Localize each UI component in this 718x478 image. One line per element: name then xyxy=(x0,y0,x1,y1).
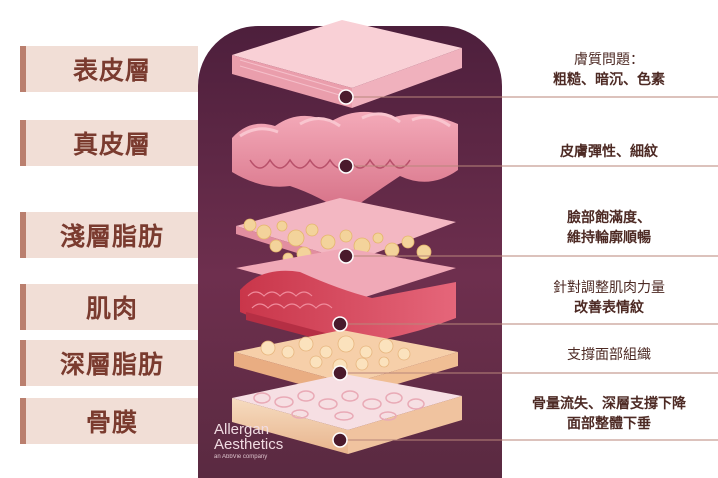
marker-dermis xyxy=(338,158,354,174)
desc-dermis: 皮膚彈性、細紋 xyxy=(500,142,718,162)
marker-superficial-fat xyxy=(338,248,354,264)
desc-periosteum-bold: 骨量流失、深層支撐下降 xyxy=(532,396,686,412)
connector-lines xyxy=(340,96,718,441)
brand-line3: an AbbVie company xyxy=(214,454,268,460)
desc-superficial-fat: 臉部飽滿度、 維持輪廓順暢 xyxy=(500,208,718,248)
label-muscle: 肌肉 xyxy=(20,284,198,330)
label-deep-fat: 深層脂肪 xyxy=(20,340,198,386)
brand-logo: Allergan Aesthetics an AbbVie company xyxy=(214,422,283,461)
desc-superficial-fat-bold: 臉部飽滿度、 xyxy=(567,210,651,226)
desc-muscle-bold: 改善表情紋 xyxy=(574,300,644,316)
desc-epidermis-plain: 膚質問題： xyxy=(574,52,644,68)
epidermis-layer xyxy=(232,20,462,108)
label-periosteum: 骨膜 xyxy=(20,398,198,444)
desc-epidermis: 膚質問題： 粗糙、暗沉、色素 xyxy=(500,50,718,90)
label-superficial-fat: 淺層脂肪 xyxy=(20,212,198,258)
marker-deep-fat xyxy=(332,365,348,381)
brand-line1: Allergan xyxy=(214,421,270,438)
desc-deep-fat-plain: 支撐面部組織 xyxy=(567,347,651,363)
desc-dermis-bold: 皮膚彈性、細紋 xyxy=(560,144,658,160)
desc-muscle-plain: 針對調整肌肉力量 xyxy=(553,280,665,296)
label-dermis: 真皮層 xyxy=(20,120,198,166)
marker-epidermis xyxy=(338,89,354,105)
marker-muscle xyxy=(332,316,348,332)
desc-superficial-fat-bold2: 維持輪廓順暢 xyxy=(567,230,651,246)
desc-periosteum-bold2: 面部整體下垂 xyxy=(567,416,651,432)
marker-periosteum xyxy=(332,432,348,448)
desc-muscle: 針對調整肌肉力量 改善表情紋 xyxy=(500,278,718,318)
desc-periosteum: 骨量流失、深層支撐下降 面部整體下垂 xyxy=(500,394,718,434)
desc-epidermis-bold: 粗糙、暗沉、色素 xyxy=(553,72,665,88)
brand-line2: Aesthetics xyxy=(214,436,284,453)
label-epidermis: 表皮層 xyxy=(20,46,198,92)
desc-deep-fat: 支撐面部組織 xyxy=(500,345,718,365)
